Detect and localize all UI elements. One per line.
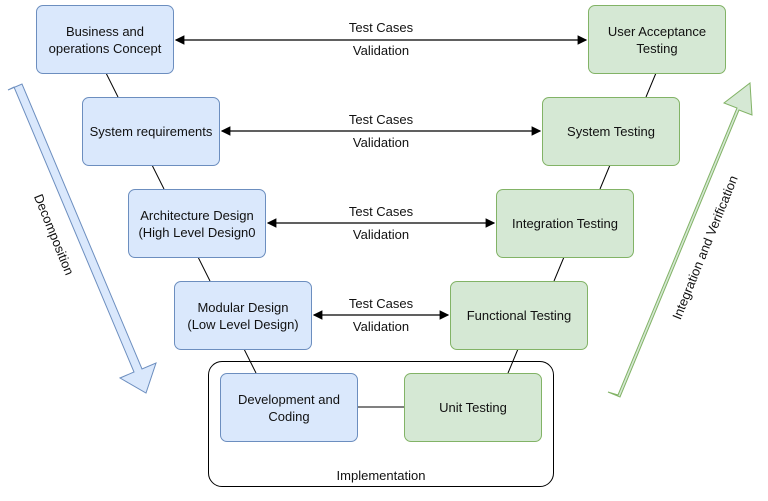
functional-testing-node: Functional Testing (450, 281, 588, 350)
test-cases-label: Test Cases (348, 20, 414, 35)
test-cases-label: Test Cases (348, 204, 414, 219)
system-requirements-node: System requirements (82, 97, 220, 166)
implementation-box (208, 361, 554, 487)
business-concept-node: Business and operations Concept (36, 5, 174, 74)
right-chain-line (553, 256, 565, 282)
left-chain-line (197, 256, 211, 282)
integration-testing-node: Integration Testing (496, 189, 634, 258)
decomposition-arrow (7, 83, 157, 394)
integration-arrow (607, 82, 753, 398)
system-testing-node: System Testing (542, 97, 680, 166)
implementation-label: Implementation (336, 468, 426, 483)
validation-label: Validation (352, 227, 410, 242)
validation-label: Validation (352, 319, 410, 334)
left-chain-line (151, 164, 165, 190)
left-chain-line (105, 72, 119, 98)
right-chain-line (645, 72, 657, 98)
modular-design-node: Modular Design (Low Level Design) (174, 281, 312, 350)
validation-label: Validation (352, 43, 410, 58)
test-cases-label: Test Cases (348, 112, 414, 127)
validation-label: Validation (352, 135, 410, 150)
right-chain-line (599, 164, 611, 190)
architecture-design-node: Architecture Design (High Level Design0 (128, 189, 266, 258)
development-coding-node: Development and Coding (220, 373, 358, 442)
test-cases-label: Test Cases (348, 296, 414, 311)
unit-testing-node: Unit Testing (404, 373, 542, 442)
user-acceptance-testing-node: User Acceptance Testing (588, 5, 726, 74)
